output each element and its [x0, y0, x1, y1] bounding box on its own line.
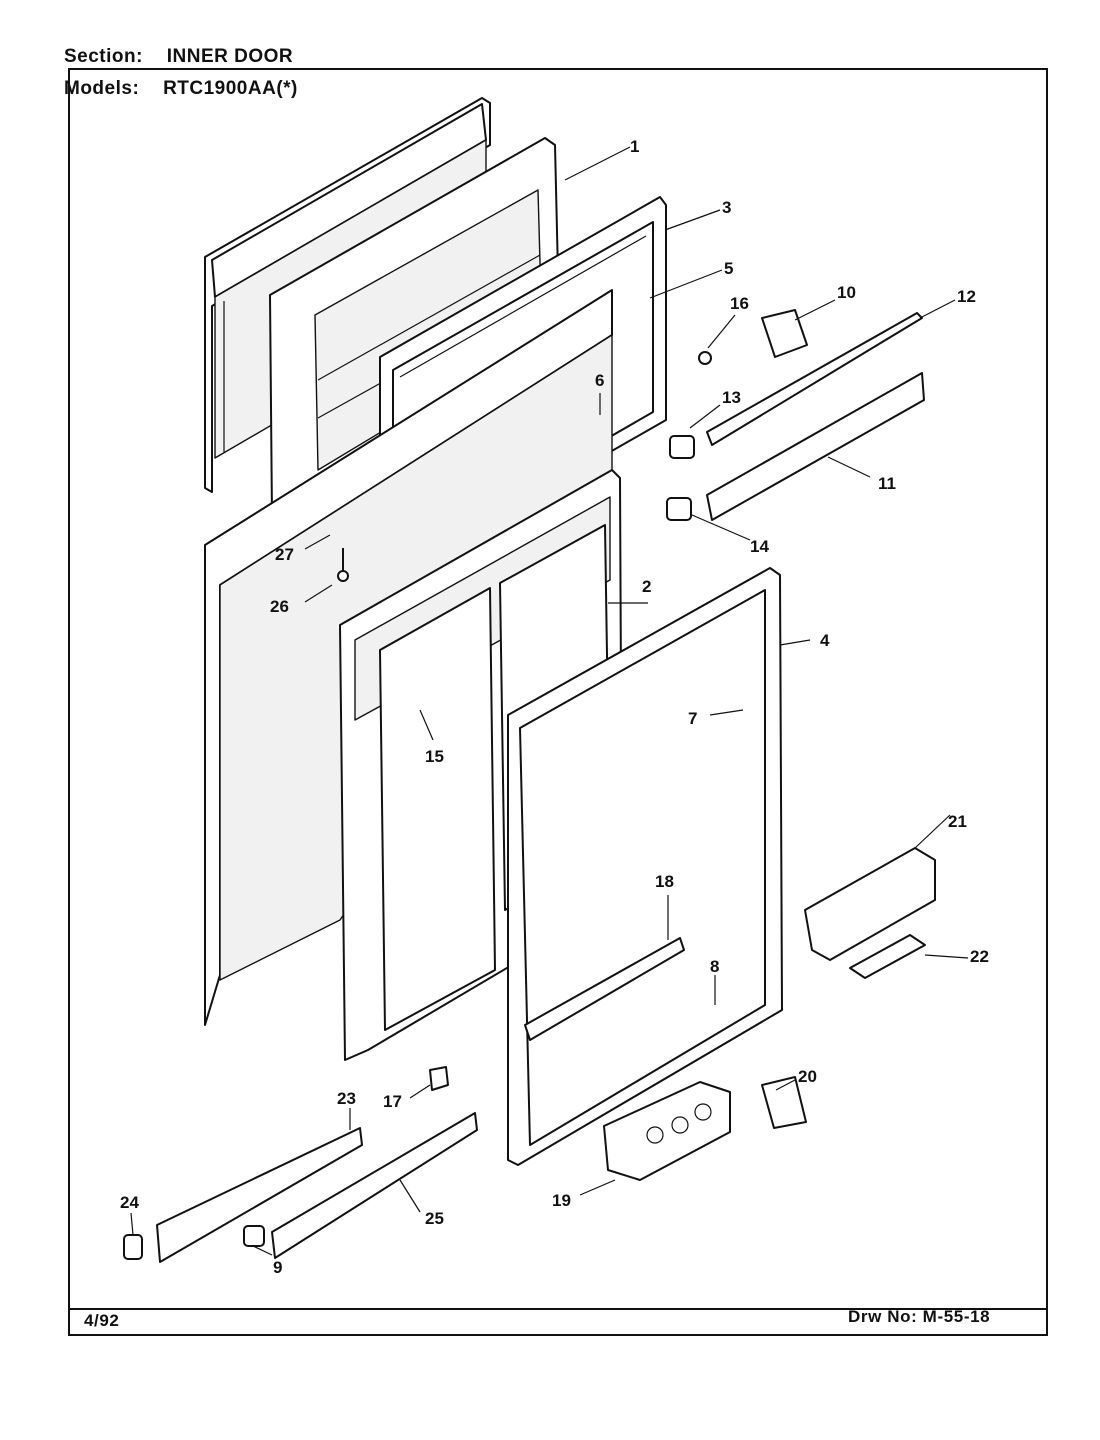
section-line: Section: INNER DOOR: [64, 46, 293, 68]
callout-14: 14: [750, 537, 769, 556]
callout-8: 8: [710, 957, 719, 976]
models-key: Models:: [64, 78, 140, 99]
callout-9: 9: [273, 1258, 282, 1277]
drawing-date: 4/92: [84, 1311, 120, 1330]
callout-2: 2: [642, 577, 651, 596]
part-16-nut: [698, 351, 712, 365]
callout-6: 6: [595, 371, 604, 390]
footer-rule: [68, 1308, 1048, 1310]
callout-21: 21: [948, 812, 967, 831]
callout-15: 15: [425, 747, 444, 766]
part-18-strip: [524, 937, 685, 1041]
part-12-rail: [706, 312, 923, 446]
callout-17: 17: [383, 1092, 402, 1111]
callout-11: 11: [878, 474, 896, 493]
callout-24: 24: [120, 1193, 139, 1212]
callout-7: 7: [688, 709, 697, 728]
callout-22: 22: [970, 947, 989, 966]
part-20-bracket: [761, 1076, 807, 1129]
callout-26: 26: [270, 597, 289, 616]
callout-1: 1: [630, 137, 639, 156]
callout-4: 4: [820, 631, 830, 650]
callout-3: 3: [722, 198, 731, 217]
callout-5: 5: [724, 259, 733, 278]
part-23-rail: [156, 1127, 363, 1263]
part-22-dairy-panel: [849, 934, 926, 979]
callout-25: 25: [425, 1209, 444, 1228]
part-13-end-cap: [669, 435, 695, 459]
callout-19: 19: [552, 1191, 571, 1210]
part-9-end-cap: [243, 1225, 265, 1247]
part-24-end-cap: [123, 1234, 143, 1260]
drawing-number: Drw No: M-55-18: [848, 1307, 991, 1326]
models-line: Models: RTC1900AA(*): [64, 78, 298, 100]
callout-labels: 1 2 3 4 5 6 7 8 9 10 11 12 13 14 15 16 1…: [120, 137, 989, 1277]
part-17-end-cap: [429, 1066, 449, 1091]
callout-27: 27: [275, 545, 294, 564]
callout-10: 10: [837, 283, 856, 302]
callout-20: 20: [798, 1067, 817, 1086]
callout-16: 16: [730, 294, 749, 313]
models-value: RTC1900AA(*): [163, 78, 298, 99]
callout-13: 13: [722, 388, 741, 407]
part-26-screw: [337, 570, 349, 582]
part-10-bracket: [761, 309, 808, 358]
part-14-end-cap: [666, 497, 692, 521]
leader-lines: [130, 146, 969, 1256]
section-key: Section:: [64, 46, 143, 67]
part-11-rail: [706, 372, 925, 521]
callout-12: 12: [957, 287, 976, 306]
callout-18: 18: [655, 872, 674, 891]
callout-23: 23: [337, 1089, 356, 1108]
part-19-bin: [603, 1081, 731, 1181]
section-value: INNER DOOR: [166, 46, 294, 67]
drawing-frame: [68, 68, 1048, 1336]
part-25-rail: [271, 1112, 478, 1259]
